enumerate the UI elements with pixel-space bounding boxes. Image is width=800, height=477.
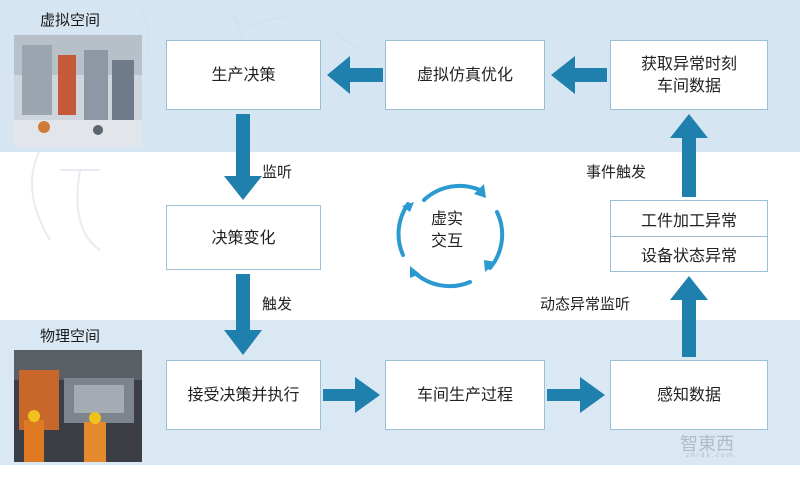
virtual-space-label: 虚拟空间: [40, 11, 101, 29]
node-sense-data: 感知数据: [610, 360, 768, 430]
node-equipment-anomaly: 设备状态异常: [611, 236, 767, 271]
node-sense-data-label: 感知数据: [656, 385, 721, 404]
node-decision-change-label: 决策变化: [211, 227, 276, 247]
virtual-real-interaction-label: 虚实 交互: [412, 208, 482, 252]
virtual-factory-image: [14, 35, 142, 147]
node-fetch-anomaly-data: 获取异常时刻 车间数据: [610, 40, 768, 110]
node-virtual-simulation: 虚拟仿真优化: [385, 40, 545, 110]
physical-space-label: 物理空间: [40, 327, 101, 345]
node-production-decision: 生产决策: [166, 40, 321, 110]
arrow-accept-to-workshop: [323, 377, 380, 413]
watermark-logo: 智東西: [680, 434, 734, 455]
watermark-sub: zhidx.com: [686, 452, 735, 459]
node-workshop-process-label: 车间生产过程: [416, 385, 513, 404]
node-workshop-process: 车间生产过程: [385, 360, 545, 430]
arrow-sense-to-anomaly: [670, 276, 708, 357]
physical-factory-image: [14, 350, 142, 462]
node-workpiece-anomaly: 工件加工异常: [640, 210, 737, 230]
node-accept-execute: 接受决策并执行: [166, 360, 321, 430]
arrow-change-to-accept: [224, 274, 262, 355]
edge-label-monitor: 监听: [262, 163, 293, 181]
node-accept-execute-label: 接受决策并执行: [187, 385, 300, 404]
arrow-fetch-to-sim: [551, 56, 607, 94]
node-fetch-anomaly-line1: 获取异常时刻: [640, 54, 737, 73]
node-virtual-simulation-label: 虚拟仿真优化: [416, 65, 513, 84]
arrow-workshop-to-sense: [547, 377, 605, 413]
arrow-sim-to-decision: [327, 56, 383, 94]
node-production-decision-label: 生产决策: [211, 65, 276, 84]
center-line1: 虚实: [430, 209, 463, 228]
center-line2: 交互: [430, 231, 463, 250]
node-anomaly-stack: 工件加工异常 设备状态异常: [610, 200, 768, 272]
arrow-decision-to-change: [224, 114, 262, 200]
node-decision-change: 决策变化: [166, 205, 321, 270]
edge-label-event-trigger: 事件触发: [586, 163, 647, 181]
node-fetch-anomaly-line2: 车间数据: [656, 76, 721, 95]
edge-label-dynamic-monitor: 动态异常监听: [540, 295, 631, 313]
edge-label-trigger: 触发: [262, 295, 293, 313]
arrow-anomaly-to-fetch: [670, 114, 708, 197]
